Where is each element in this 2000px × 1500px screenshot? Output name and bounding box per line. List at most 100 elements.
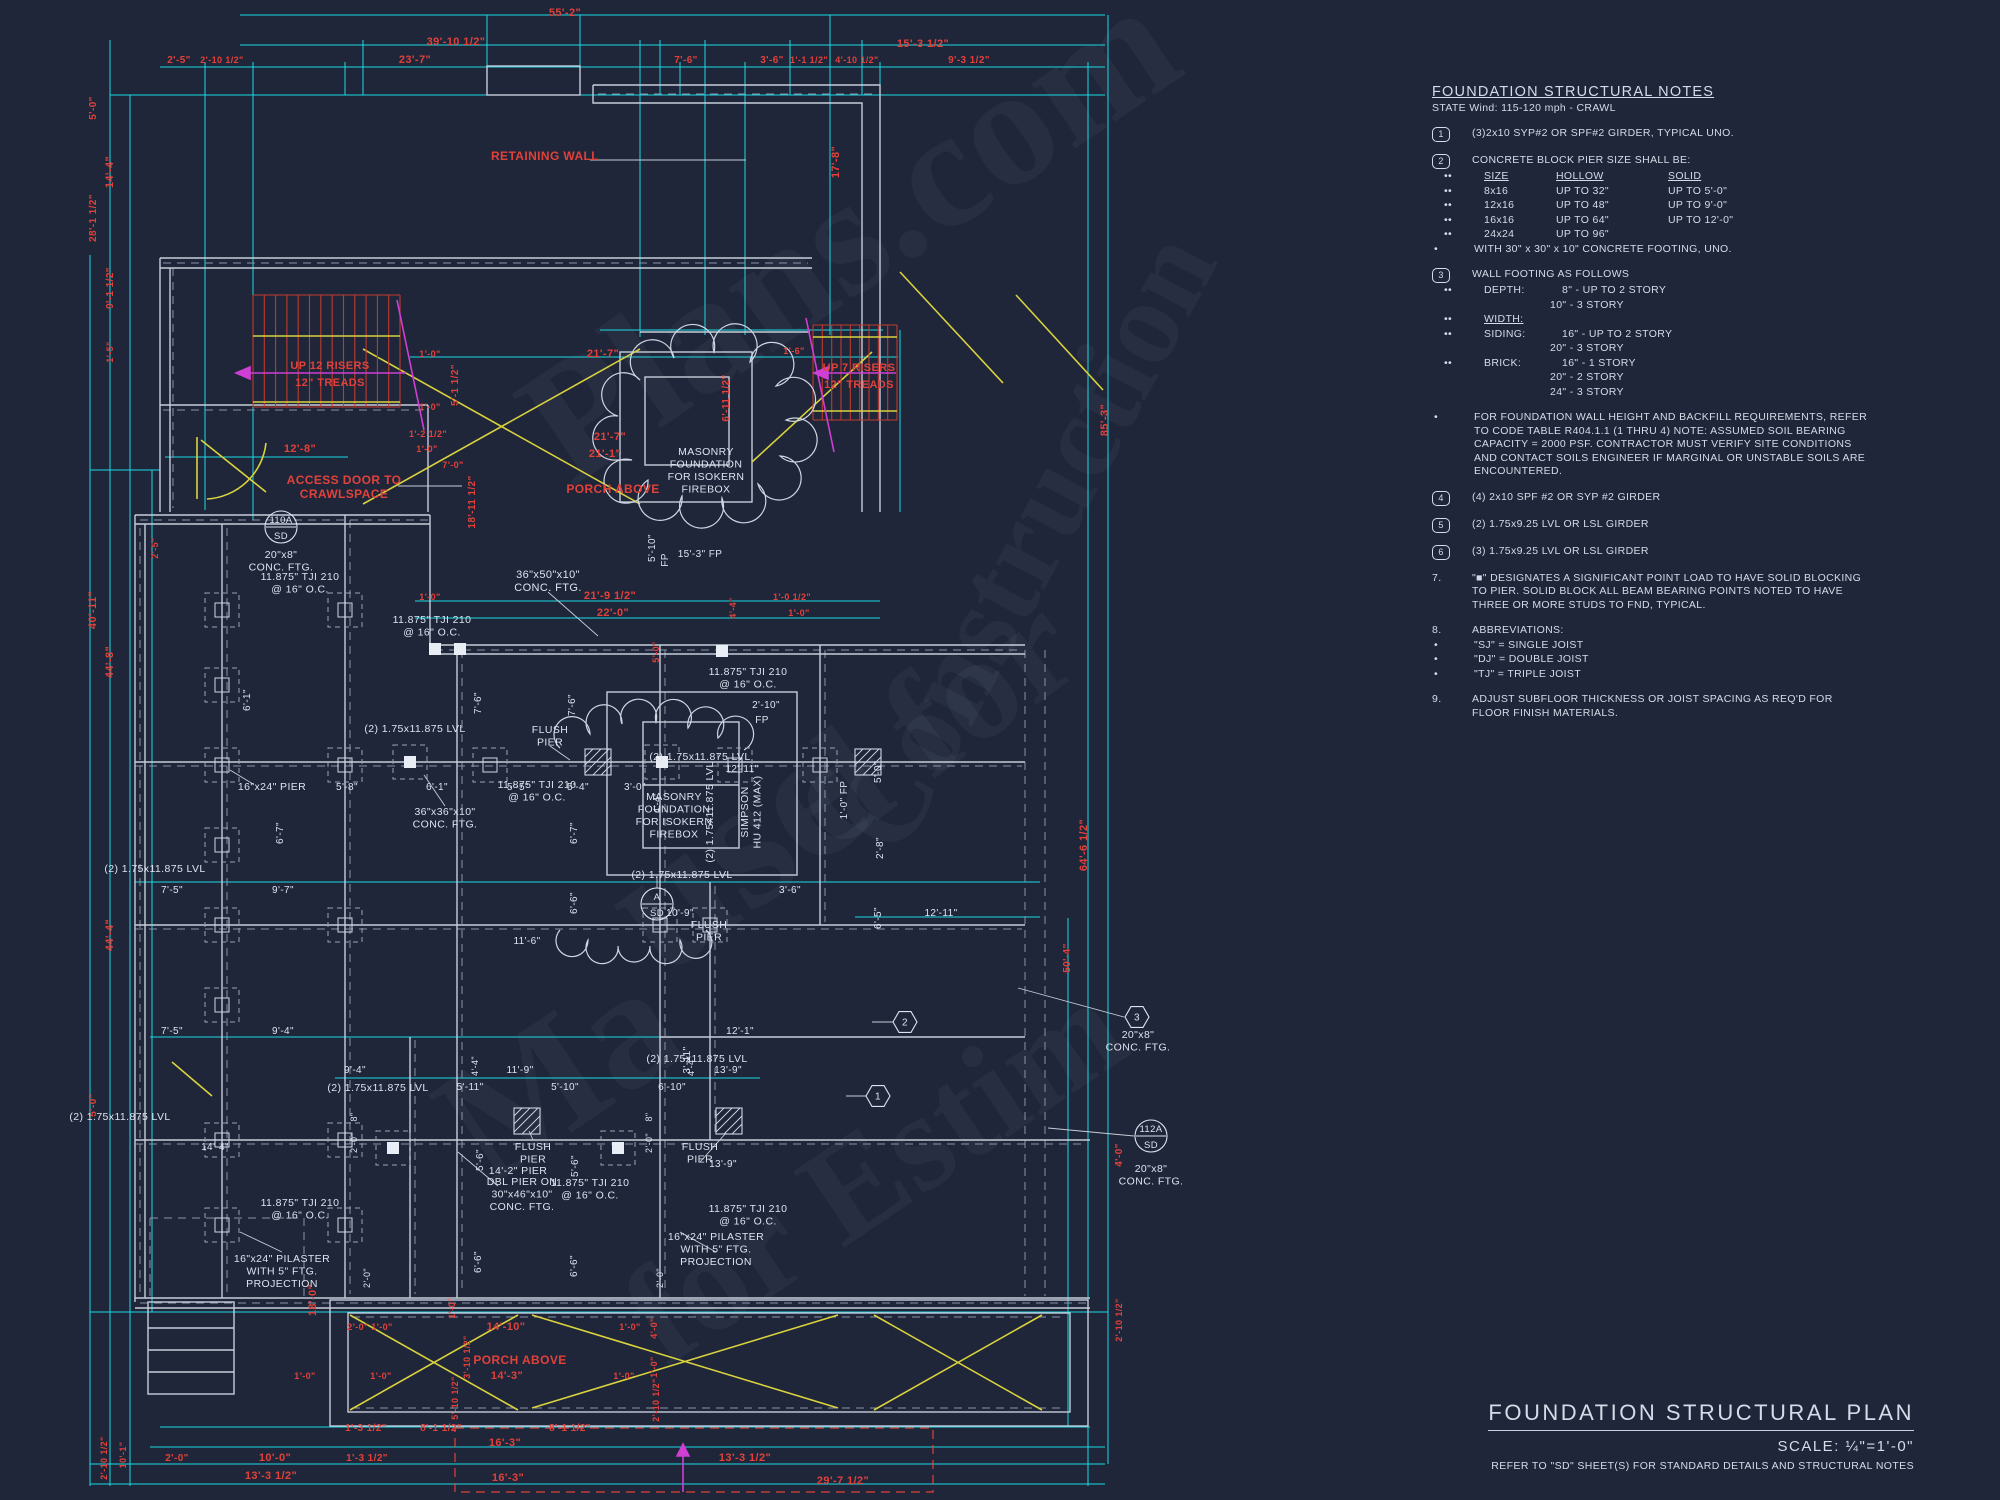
plan-label: 21'-7"	[594, 431, 626, 443]
note-text: DEPTH:8" - UP TO 2 STORY	[1484, 284, 1667, 296]
pier-footing-outline	[204, 987, 240, 1023]
plan-label: 10'-9"	[666, 908, 694, 919]
stair-direction-arrows	[233, 299, 896, 1492]
plan-label: 16"x24" PIER	[238, 781, 306, 793]
plan-label: 12'-1"	[726, 1026, 754, 1037]
pier-block	[214, 677, 230, 693]
plan-label: 1'-3 1/2"	[345, 1423, 387, 1434]
plan-label: 1'-0"	[416, 444, 437, 454]
pier-footing-outline	[204, 592, 240, 628]
plan-label: 4'-0"	[649, 1317, 659, 1338]
plan-label: 7'-6"	[567, 694, 578, 716]
plan-label: 2'-5"	[167, 55, 191, 66]
plan-label: 1'-0"	[613, 1371, 634, 1381]
plan-label: 36"x50"x10"CONC. FTG.	[514, 569, 582, 594]
plan-label: 11.875" TJI 210@ 16" O.C.	[498, 779, 577, 804]
note-row: •"DJ" = DOUBLE JOIST	[1432, 653, 1868, 667]
note-text: 20" - 2 STORY	[1550, 371, 1624, 383]
note-row: 9.ADJUST SUBFLOOR THICKNESS OR JOIST SPA…	[1432, 693, 1868, 720]
plan-label: 1'-2 1/2"	[409, 429, 447, 439]
plan-label: 6'-10"	[658, 1082, 686, 1093]
pier-footing-outline	[327, 592, 363, 628]
pier-symbols	[204, 592, 882, 1243]
flush-pier-hatch	[584, 748, 612, 776]
plan-label: (2) 1.75x11.875 LVL	[631, 869, 732, 881]
note-text: SIDING:16" - UP TO 2 STORY	[1484, 327, 1673, 340]
point-load-pier	[656, 756, 668, 768]
plan-label: 14'-4"	[201, 1142, 229, 1153]
plan-label: 23'-7"	[399, 54, 431, 66]
plan-label: 13'-9"	[714, 1065, 742, 1076]
plan-label: UP 12 RISERS	[290, 360, 369, 372]
flush-pier	[584, 748, 612, 776]
pier-block	[702, 917, 718, 933]
plan-label: 1'-5"	[105, 341, 115, 362]
plan-label: 8"	[349, 1112, 359, 1121]
note-row: 5(2) 1.75x9.25 LVL OR LSL GIRDER	[1432, 517, 1868, 533]
plan-label: 9'-1 1/2"	[105, 267, 116, 309]
plan-label: 2'-10 1/2"	[99, 1436, 109, 1479]
note-row: •• SIDING:16" - UP TO 2 STORY	[1432, 328, 1868, 342]
flush-pier-hatch	[854, 748, 882, 776]
pier-footing-outline	[204, 1207, 240, 1243]
sheet-scale: SCALE: ¼"=1'-0"	[1777, 1438, 1914, 1455]
note-marker: 1	[1432, 127, 1472, 142]
plan-label: 11.875" TJI 210@ 16" O.C.	[261, 571, 340, 596]
plan-label: (2) 1.75x11.875 LVL	[704, 761, 716, 862]
note-marker: ••	[1444, 170, 1453, 182]
pier-block	[214, 837, 230, 853]
wall-outlines	[134, 65, 1090, 1427]
pier-block	[337, 1217, 353, 1233]
plan-label: 8'-1 1/2"	[549, 1423, 591, 1434]
plan-label: 1'-0"	[419, 402, 440, 412]
plan-label: 9'-4"	[272, 1026, 294, 1037]
pier-block	[337, 602, 353, 618]
note-marker: ••	[1444, 327, 1453, 340]
plan-label: 12'-8"	[284, 443, 316, 455]
plan-label: 5'-1 1/2"	[450, 364, 461, 406]
note-text: ABBREVIATIONS:	[1472, 624, 1564, 636]
plan-label: 36"x36"x10"CONC. FTG.	[413, 806, 478, 831]
plan-label: 11.875" TJI 210@ 16" O.C.	[709, 666, 788, 691]
note-marker: ••	[1444, 213, 1453, 226]
note-row: •WITH 30" x 30" x 10" CONCRETE FOOTING, …	[1432, 243, 1868, 257]
plan-label: 5'-4"	[567, 782, 589, 793]
pier-block	[214, 1132, 230, 1148]
plan-label: 2'-8"	[875, 837, 886, 859]
pier-footing-outline	[472, 747, 508, 783]
plan-label: 20"x8"CONC. FTG.	[1106, 1029, 1171, 1054]
note-marker: 3	[1432, 268, 1472, 283]
plan-label: 1'-0 1/2"	[773, 592, 811, 602]
plan-label: 9'-7"	[272, 885, 294, 896]
plan-label: 5'-0"	[651, 641, 661, 662]
plan-label: 6'-6"	[569, 1255, 580, 1277]
note-text: BRICK:16" - 1 STORY	[1484, 356, 1636, 369]
plan-label: (2) 1.75x11.875 LVL	[69, 1111, 170, 1123]
plan-label: 12'-11"	[924, 908, 957, 919]
plan-label: 12'-11"	[725, 764, 758, 775]
plan-label: 7'-5"	[161, 1026, 183, 1037]
plan-label: 9'-3 1/2"	[948, 55, 990, 66]
plan-label: 55'-2"	[549, 7, 581, 19]
pier-footing-outline	[327, 907, 363, 943]
plan-label: 44'-8"	[104, 646, 116, 678]
plan-label: 2'-0"	[347, 1322, 368, 1332]
pier-footing-outline	[204, 827, 240, 863]
plan-label: 15'-3" FP	[678, 549, 723, 560]
note-row: 10" - 3 STORY	[1432, 299, 1868, 313]
pier-block	[214, 917, 230, 933]
plan-label: 16'-3"	[489, 1437, 521, 1449]
plan-label: 12" TREADS	[295, 377, 365, 389]
flush-pier-hatch	[513, 1107, 541, 1135]
detail-callout-top: 110A	[269, 515, 292, 526]
yellow-bracing	[171, 271, 1104, 1411]
plan-label: 4'-4"	[686, 1056, 696, 1076]
note-marker: •	[1434, 411, 1439, 423]
plan-label: 6'-5"	[873, 907, 884, 929]
